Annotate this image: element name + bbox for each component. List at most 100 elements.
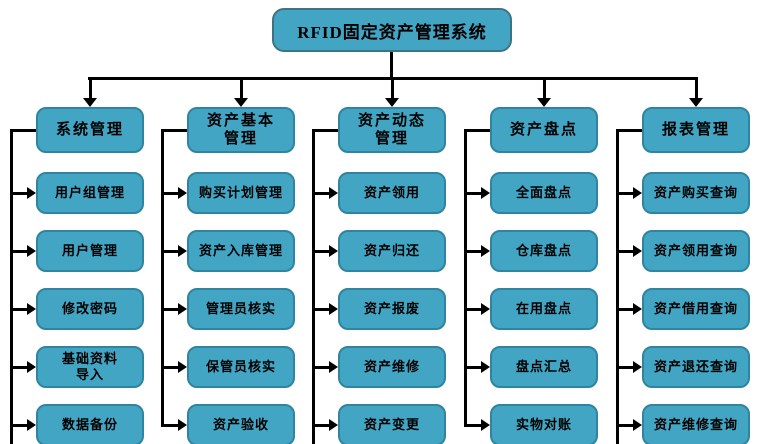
arrowhead-right-icon (178, 187, 187, 199)
column-header-node: 系统管理 (36, 107, 144, 153)
child-node: 在用盘点 (490, 288, 598, 330)
child-node: 仓库盘点 (490, 230, 598, 272)
arrowhead-right-icon (633, 245, 642, 257)
connector-line (10, 366, 27, 369)
arrowhead-right-icon (178, 361, 187, 373)
child-node: 资产变更 (338, 404, 446, 444)
connector-line (695, 77, 698, 98)
child-node: 资产领用 (338, 172, 446, 214)
column-header-node: 资产盘点 (490, 107, 598, 153)
connector-line (161, 424, 178, 427)
connector-line (10, 129, 36, 132)
child-node: 全面盘点 (490, 172, 598, 214)
connector-line (616, 424, 633, 427)
arrowhead-right-icon (329, 245, 338, 257)
child-node: 资产借用查询 (642, 288, 750, 330)
child-node: 资产归还 (338, 230, 446, 272)
connector-line (312, 250, 329, 253)
arrowhead-right-icon (329, 361, 338, 373)
connector-line (616, 192, 633, 195)
arrowhead-down-icon (385, 98, 399, 107)
child-node: 资产维修 (338, 346, 446, 388)
column-header-node: 资产基本 管理 (187, 107, 295, 153)
connector-line (10, 250, 27, 253)
connector-line (10, 192, 27, 195)
connector-line (161, 129, 164, 427)
child-node: 资产报废 (338, 288, 446, 330)
connector-line (464, 129, 467, 427)
connector-line (390, 52, 393, 80)
child-node: 管理员核实 (187, 288, 295, 330)
arrowhead-down-icon (234, 98, 248, 107)
child-node: 实物对账 (490, 404, 598, 444)
column-header-node: 资产动态 管理 (338, 107, 446, 153)
arrowhead-right-icon (481, 361, 490, 373)
arrowhead-right-icon (633, 361, 642, 373)
connector-line (616, 308, 633, 311)
arrowhead-right-icon (178, 303, 187, 315)
arrowhead-right-icon (481, 303, 490, 315)
child-node: 资产购买查询 (642, 172, 750, 214)
connector-line (312, 129, 315, 444)
child-node: 资产入库管理 (187, 230, 295, 272)
connector-line (616, 129, 642, 132)
connector-line (10, 424, 27, 427)
arrowhead-right-icon (178, 419, 187, 431)
connector-line (464, 366, 481, 369)
arrowhead-right-icon (633, 187, 642, 199)
arrowhead-right-icon (481, 245, 490, 257)
arrowhead-right-icon (27, 245, 36, 257)
connector-line (312, 308, 329, 311)
arrowhead-right-icon (27, 187, 36, 199)
arrowhead-right-icon (481, 187, 490, 199)
arrowhead-right-icon (329, 419, 338, 431)
connector-line (616, 366, 633, 369)
connector-line (464, 192, 481, 195)
connector-line (616, 250, 633, 253)
arrowhead-down-icon (83, 98, 97, 107)
arrowhead-down-icon (537, 98, 551, 107)
arrowhead-right-icon (329, 187, 338, 199)
child-node: 基础资料 导入 (36, 346, 144, 388)
child-node: 数据备份 (36, 404, 144, 444)
connector-line (464, 129, 490, 132)
arrowhead-right-icon (27, 419, 36, 431)
connector-line (464, 424, 481, 427)
connector-line (616, 129, 619, 444)
connector-line (161, 308, 178, 311)
connector-line (10, 308, 27, 311)
arrowhead-right-icon (178, 245, 187, 257)
connector-line (312, 366, 329, 369)
child-node: 修改密码 (36, 288, 144, 330)
child-node: 资产验收 (187, 404, 295, 444)
connector-line (312, 129, 338, 132)
arrowhead-right-icon (481, 419, 490, 431)
root-node: RFID固定资产管理系统 (272, 8, 512, 52)
connector-line (240, 77, 243, 98)
connector-line (391, 77, 394, 98)
arrowhead-right-icon (633, 419, 642, 431)
child-node: 购买计划管理 (187, 172, 295, 214)
connector-line (312, 192, 329, 195)
connector-line (161, 192, 178, 195)
arrowhead-down-icon (689, 98, 703, 107)
child-node: 盘点汇总 (490, 346, 598, 388)
child-node: 资产退还查询 (642, 346, 750, 388)
arrowhead-right-icon (633, 303, 642, 315)
arrowhead-right-icon (329, 303, 338, 315)
child-node: 用户管理 (36, 230, 144, 272)
arrowhead-right-icon (27, 303, 36, 315)
child-node: 用户组管理 (36, 172, 144, 214)
connector-line (543, 77, 546, 98)
child-node: 资产维修查询 (642, 404, 750, 444)
connector-line (312, 424, 329, 427)
child-node: 保管员核实 (187, 346, 295, 388)
connector-line (161, 250, 178, 253)
connector-line (464, 250, 481, 253)
connector-line (161, 366, 178, 369)
connector-line (161, 129, 187, 132)
connector-line (464, 308, 481, 311)
column-header-node: 报表管理 (642, 107, 750, 153)
arrowhead-right-icon (27, 361, 36, 373)
connector-line (89, 77, 92, 98)
